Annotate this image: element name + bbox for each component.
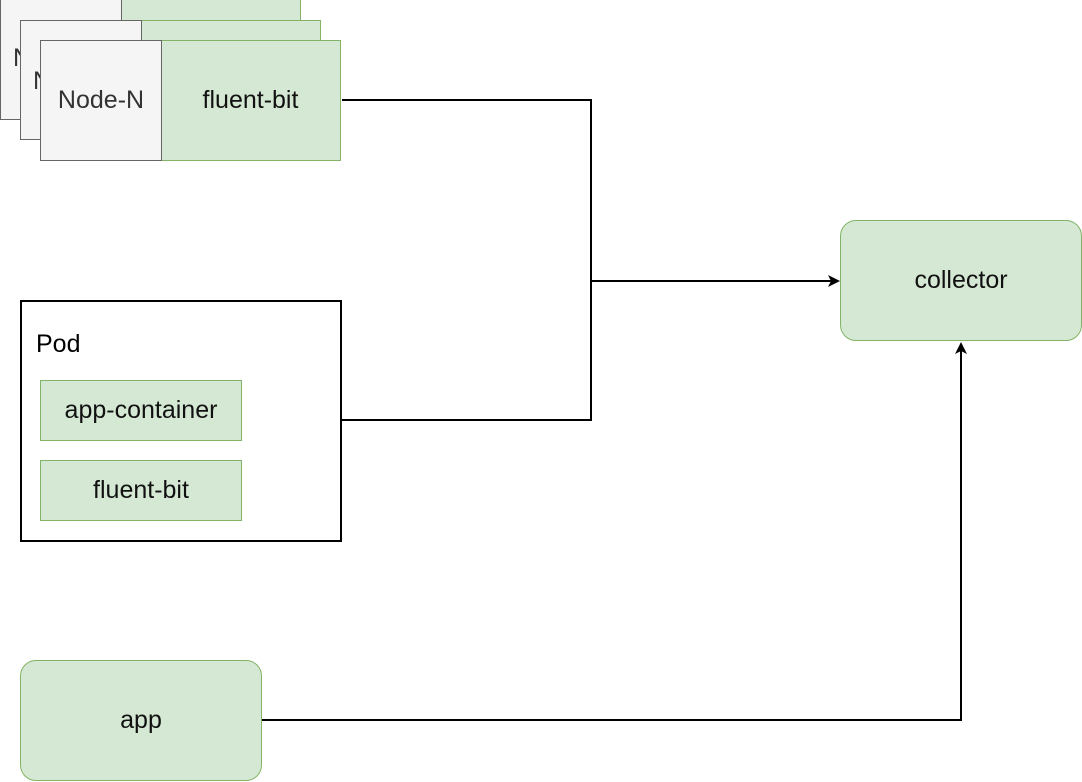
- app-container-box: app-container: [40, 380, 242, 441]
- pod-fluentbit-label: fluent-bit: [93, 476, 189, 504]
- app-box: app: [20, 660, 262, 781]
- app-to-collector-arrow: [262, 342, 967, 721]
- front-node-fluentbit-label: fluent-bit: [202, 86, 299, 114]
- front-node-box: Node-N: [40, 40, 162, 161]
- pod-title: Pod: [36, 330, 81, 358]
- front-node-fluentbit-box: fluent-bit: [160, 40, 341, 161]
- app-container-label: app-container: [64, 396, 218, 424]
- collector-label: collector: [914, 266, 1008, 294]
- node-to-junction-line: [342, 99, 592, 421]
- pod-fluentbit-box: fluent-bit: [40, 460, 242, 521]
- app-label: app: [120, 706, 162, 734]
- front-node-label: Node-N: [57, 86, 145, 114]
